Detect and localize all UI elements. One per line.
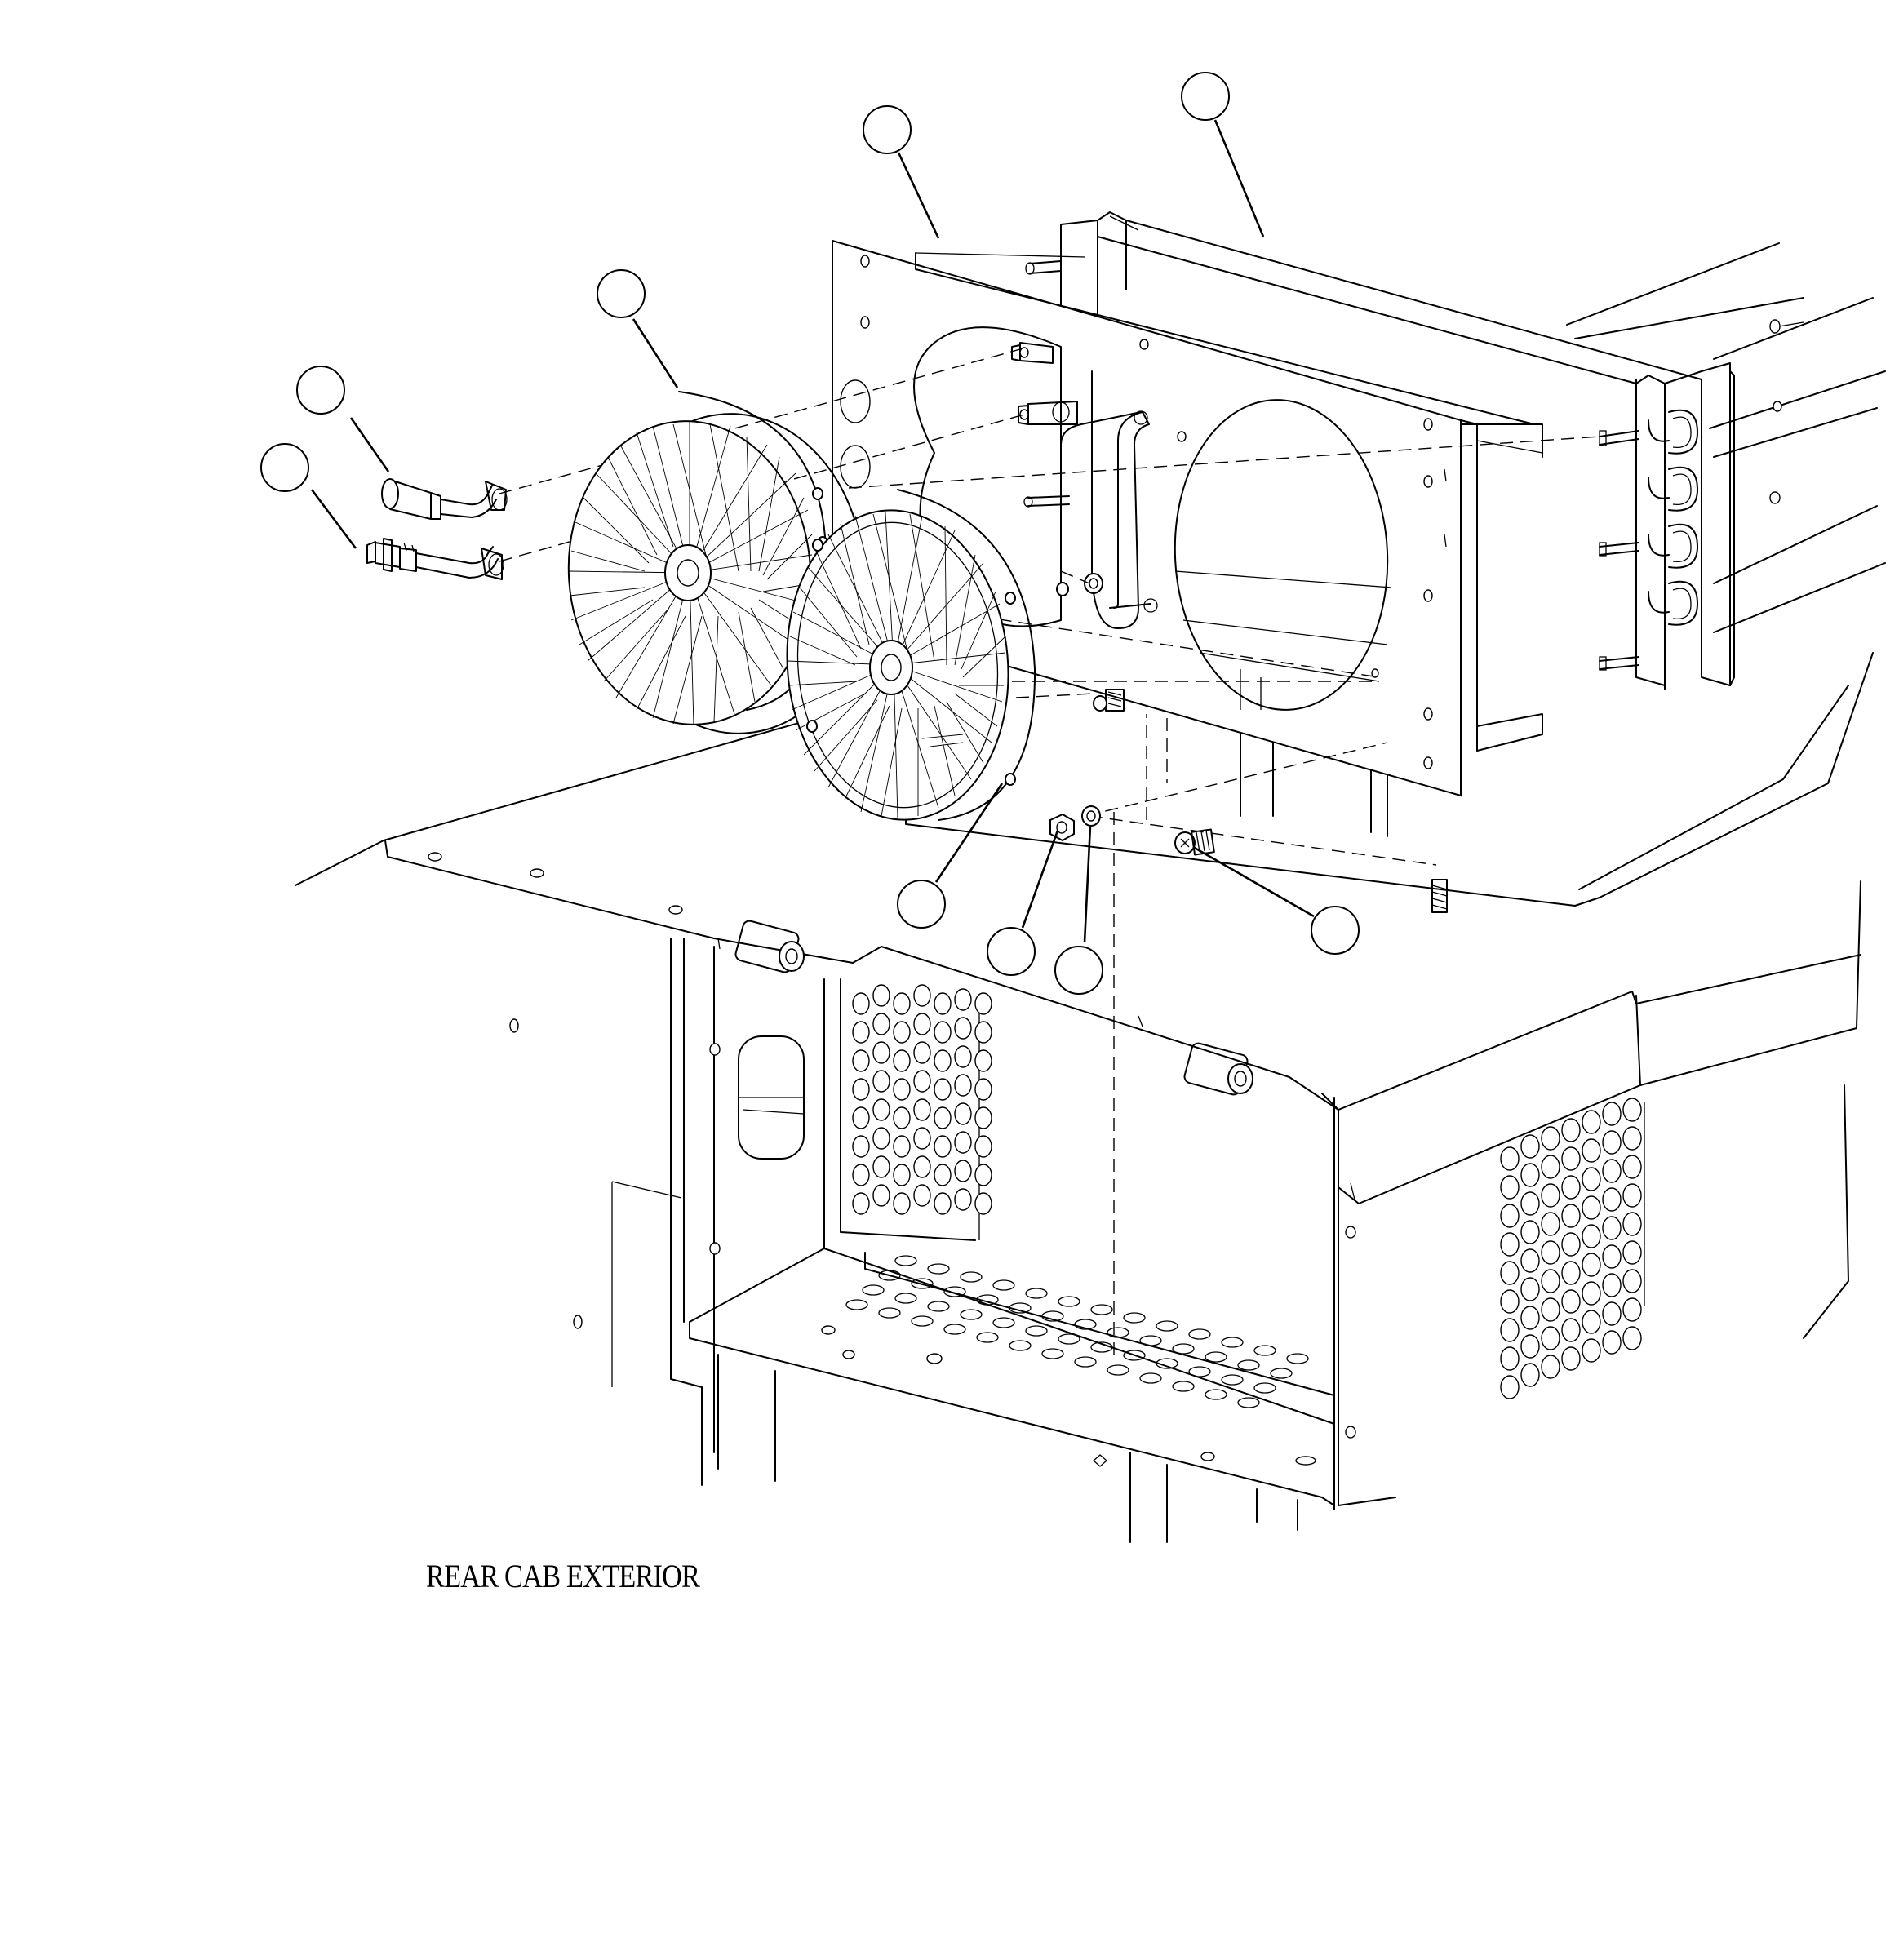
cab-housing (295, 717, 1861, 1543)
front-grille (852, 984, 992, 1215)
side-grille (1500, 1098, 1642, 1399)
balloon-fitting-switch (260, 443, 309, 492)
balloon-fan-screw (897, 880, 946, 929)
balloon-nut (987, 927, 1036, 976)
callouts (260, 72, 1360, 995)
pan-floor-grille (845, 1255, 1309, 1408)
upper-frame (905, 242, 1886, 913)
balloon-condenser-coil (1181, 72, 1230, 121)
fitting-straight (381, 478, 508, 520)
drawing-caption: REAR CAB EXTERIOR (426, 1558, 700, 1594)
hardware (1049, 805, 1215, 856)
balloon-fan-left (597, 269, 646, 318)
balloon-shroud-plate (863, 105, 912, 154)
fan-right (786, 489, 1036, 821)
balloon-bolt (1311, 906, 1360, 955)
balloon-washer (1054, 946, 1103, 995)
condenser-coil (1025, 211, 1735, 690)
fitting-switch (366, 538, 504, 580)
balloon-fitting-straight (296, 366, 345, 415)
